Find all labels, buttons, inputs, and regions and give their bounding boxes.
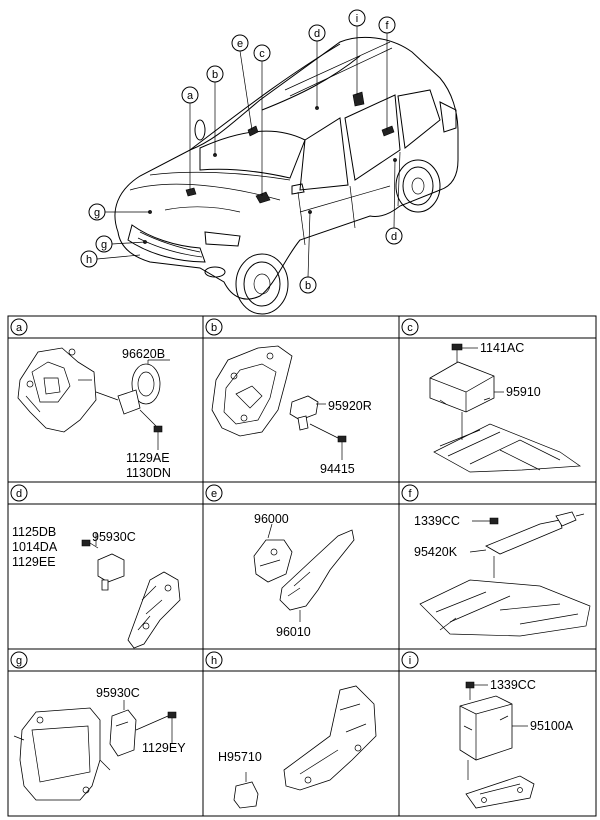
- callout-b-top-label: b: [212, 69, 218, 81]
- panel-c-drawing: [429, 343, 582, 473]
- panel-f-drawing: [419, 511, 591, 637]
- panel-f-label: f: [408, 488, 412, 500]
- part-95100A: 95100A: [530, 719, 574, 733]
- part-94415: 94415: [320, 462, 355, 476]
- callout-d-right-label: d: [391, 231, 397, 243]
- part-1014DA: 1014DA: [12, 540, 58, 554]
- part-1130DN: 1130DN: [126, 466, 171, 480]
- callout-f-label: f: [385, 20, 389, 32]
- part-1129EE: 1129EE: [12, 555, 56, 569]
- callout-b-bottom-label: b: [305, 280, 311, 292]
- panel-b-drawing: [211, 345, 347, 460]
- panel-d-drawing: [81, 533, 181, 649]
- callout-i-label: i: [356, 13, 358, 25]
- panel-header-d: d: [10, 484, 28, 502]
- part-1129EY: 1129EY: [142, 741, 186, 755]
- callout-d-top-label: d: [314, 28, 320, 40]
- part-96010: 96010: [276, 625, 311, 639]
- callout-leaders: [96, 26, 396, 278]
- part-96000: 96000: [254, 512, 289, 526]
- callout-h: h: [80, 250, 98, 268]
- callout-g-lower-label: g: [101, 239, 107, 251]
- panel-a-drawing: [17, 347, 170, 450]
- part-1339CC-f: 1339CC: [414, 514, 460, 528]
- callout-h-label: h: [86, 254, 92, 266]
- panel-header-b: b: [205, 318, 223, 336]
- callout-e: e: [231, 34, 249, 52]
- part-95920R: 95920R: [328, 399, 372, 413]
- callout-f: f: [378, 16, 396, 34]
- part-1141AC: 1141AC: [480, 341, 524, 355]
- callout-g-upper-label: g: [94, 207, 100, 219]
- vehicle-illustration: [114, 36, 459, 315]
- callout-a: a: [181, 86, 199, 104]
- panel-h-label: h: [211, 655, 217, 667]
- panel-g-drawing: [13, 700, 177, 801]
- panel-header-i: i: [401, 651, 419, 669]
- part-95930C-d: 95930C: [92, 530, 136, 544]
- callout-g-upper: g: [88, 203, 106, 221]
- panel-i-drawing: [459, 681, 535, 809]
- part-1129AE: 1129AE: [126, 451, 170, 465]
- panel-b-label: b: [211, 322, 217, 334]
- callout-d-top: d: [308, 24, 326, 42]
- callout-g-lower: g: [95, 235, 113, 253]
- panel-e-drawing: [253, 523, 355, 622]
- callout-a-label: a: [187, 90, 194, 102]
- panel-a-label: a: [16, 322, 23, 334]
- panel-h-drawing: [233, 685, 377, 809]
- part-95910: 95910: [506, 385, 541, 399]
- panel-header-c: c: [401, 318, 419, 336]
- parts-grid: [7, 315, 597, 817]
- callout-c-label: c: [259, 48, 265, 60]
- panel-d-label: d: [16, 488, 22, 500]
- panel-header-g: g: [10, 651, 28, 669]
- panel-header-f: f: [401, 484, 419, 502]
- callout-d-right: d: [385, 227, 403, 245]
- part-96620B: 96620B: [122, 347, 165, 361]
- part-95420K: 95420K: [414, 545, 458, 559]
- panel-header-h: h: [205, 651, 223, 669]
- callout-c: c: [253, 44, 271, 62]
- callout-b-top: b: [206, 65, 224, 83]
- callout-e-label: e: [237, 38, 243, 50]
- panel-i-label: i: [409, 655, 411, 667]
- part-1339CC-i: 1339CC: [490, 678, 536, 692]
- part-1125DB: 1125DB: [12, 525, 56, 539]
- panel-c-label: c: [407, 322, 413, 334]
- callout-i: i: [348, 9, 366, 27]
- part-H95710: H95710: [218, 750, 262, 764]
- panel-header-a: a: [10, 318, 28, 336]
- callout-b-bottom: b: [299, 276, 317, 294]
- panel-header-e: e: [205, 484, 223, 502]
- panel-g-label: g: [16, 655, 22, 667]
- part-95930C-g: 95930C: [96, 686, 140, 700]
- panel-e-label: e: [211, 488, 217, 500]
